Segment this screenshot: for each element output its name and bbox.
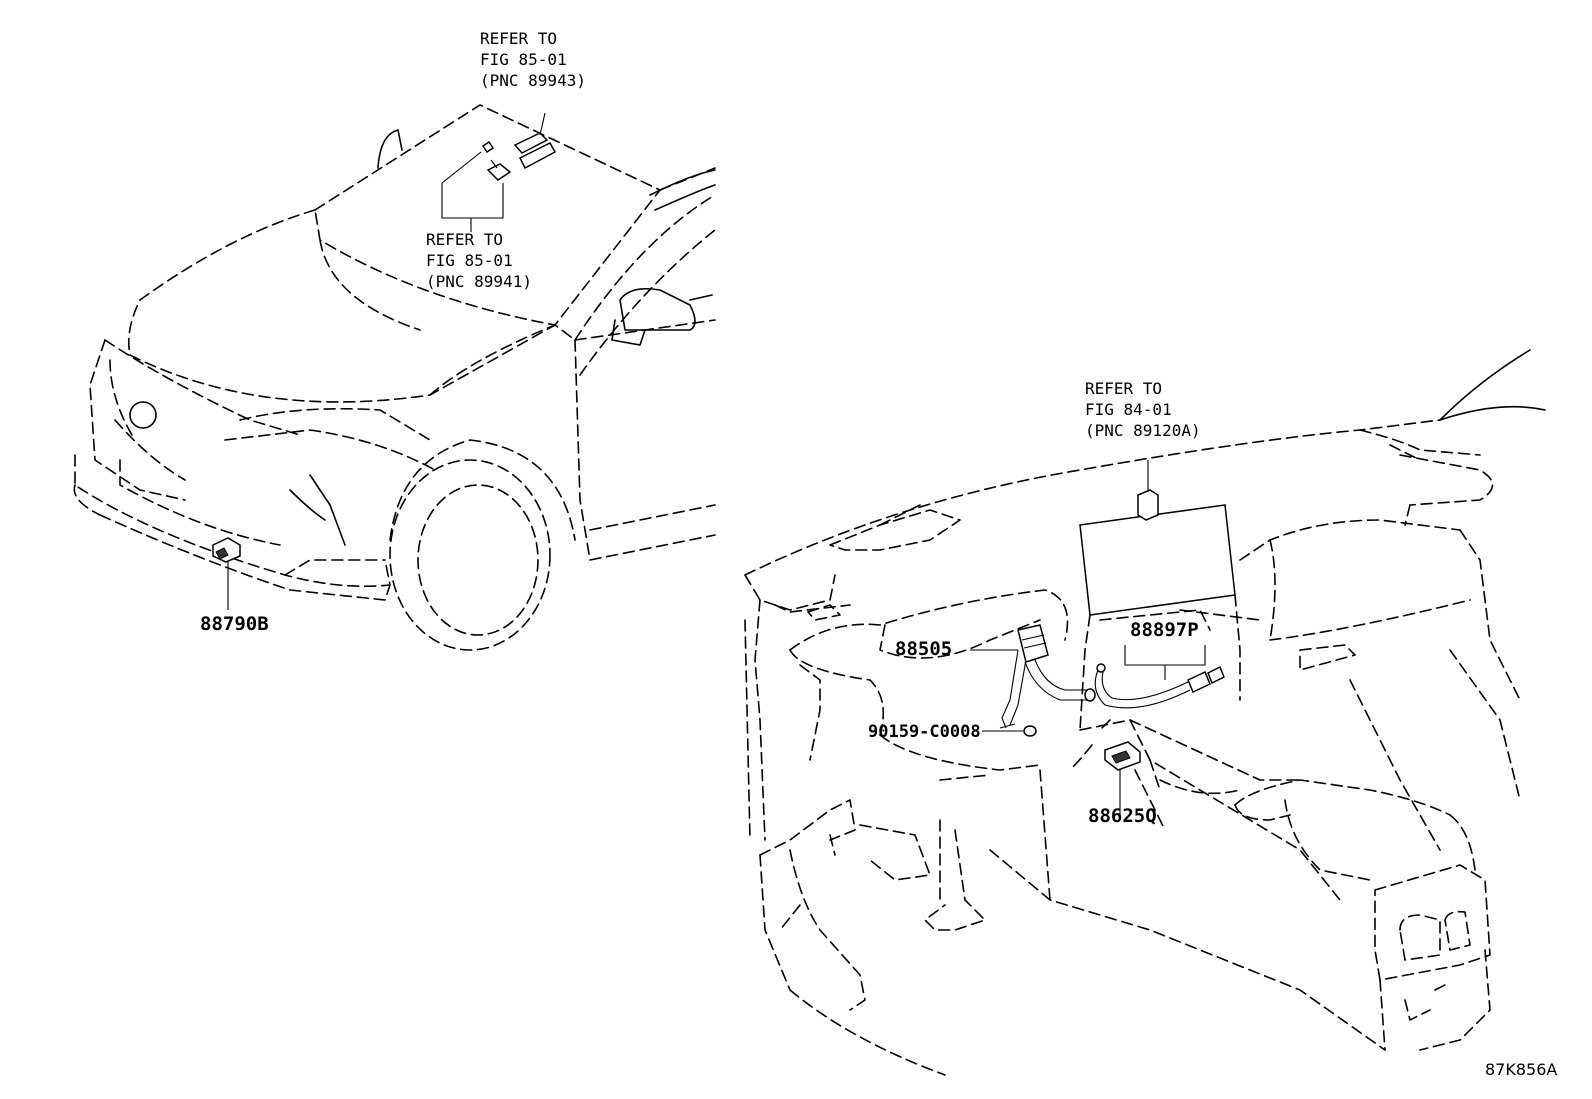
part-number-88625Q: 88625Q	[1088, 805, 1157, 827]
callout-line: FIG 85-01	[480, 50, 567, 69]
part-88505-assembly	[970, 624, 1096, 729]
callout-refer-89943: REFER TO FIG 85-01 (PNC 89943)	[480, 29, 586, 90]
callout-line: REFER TO	[480, 29, 557, 48]
callout-line: (PNC 89943)	[480, 71, 586, 90]
part-number-90159-C0008: 90159-C0008	[868, 722, 981, 742]
part-number-88897P: 88897P	[1130, 619, 1199, 641]
callout-line: FIG 85-01	[426, 251, 513, 270]
figure-code: 87K856A	[1485, 1060, 1557, 1079]
vehicle-front-view	[73, 104, 716, 651]
callout-refer-89120A: REFER TO FIG 84-01 (PNC 89120A)	[1085, 379, 1201, 440]
part-number-88505: 88505	[895, 638, 952, 660]
windshield-sensor-parts	[441, 112, 557, 232]
callout-line: (PNC 89120A)	[1085, 421, 1201, 440]
callout-line: REFER TO	[426, 230, 503, 249]
callout-line: REFER TO	[1085, 379, 1162, 398]
part-88625Q-switch	[1069, 719, 1166, 831]
callout-line: (PNC 89941)	[426, 272, 532, 291]
front-sensor-88790B	[212, 537, 241, 610]
callout-line: FIG 84-01	[1085, 400, 1172, 419]
part-90159-C0008-screw	[982, 725, 1037, 737]
instrument-panel-view	[744, 349, 1546, 1076]
part-number-88790B: 88790B	[200, 613, 269, 635]
part-88897P-harness	[1094, 645, 1225, 709]
callout-refer-89941: REFER TO FIG 85-01 (PNC 89941)	[426, 230, 532, 291]
